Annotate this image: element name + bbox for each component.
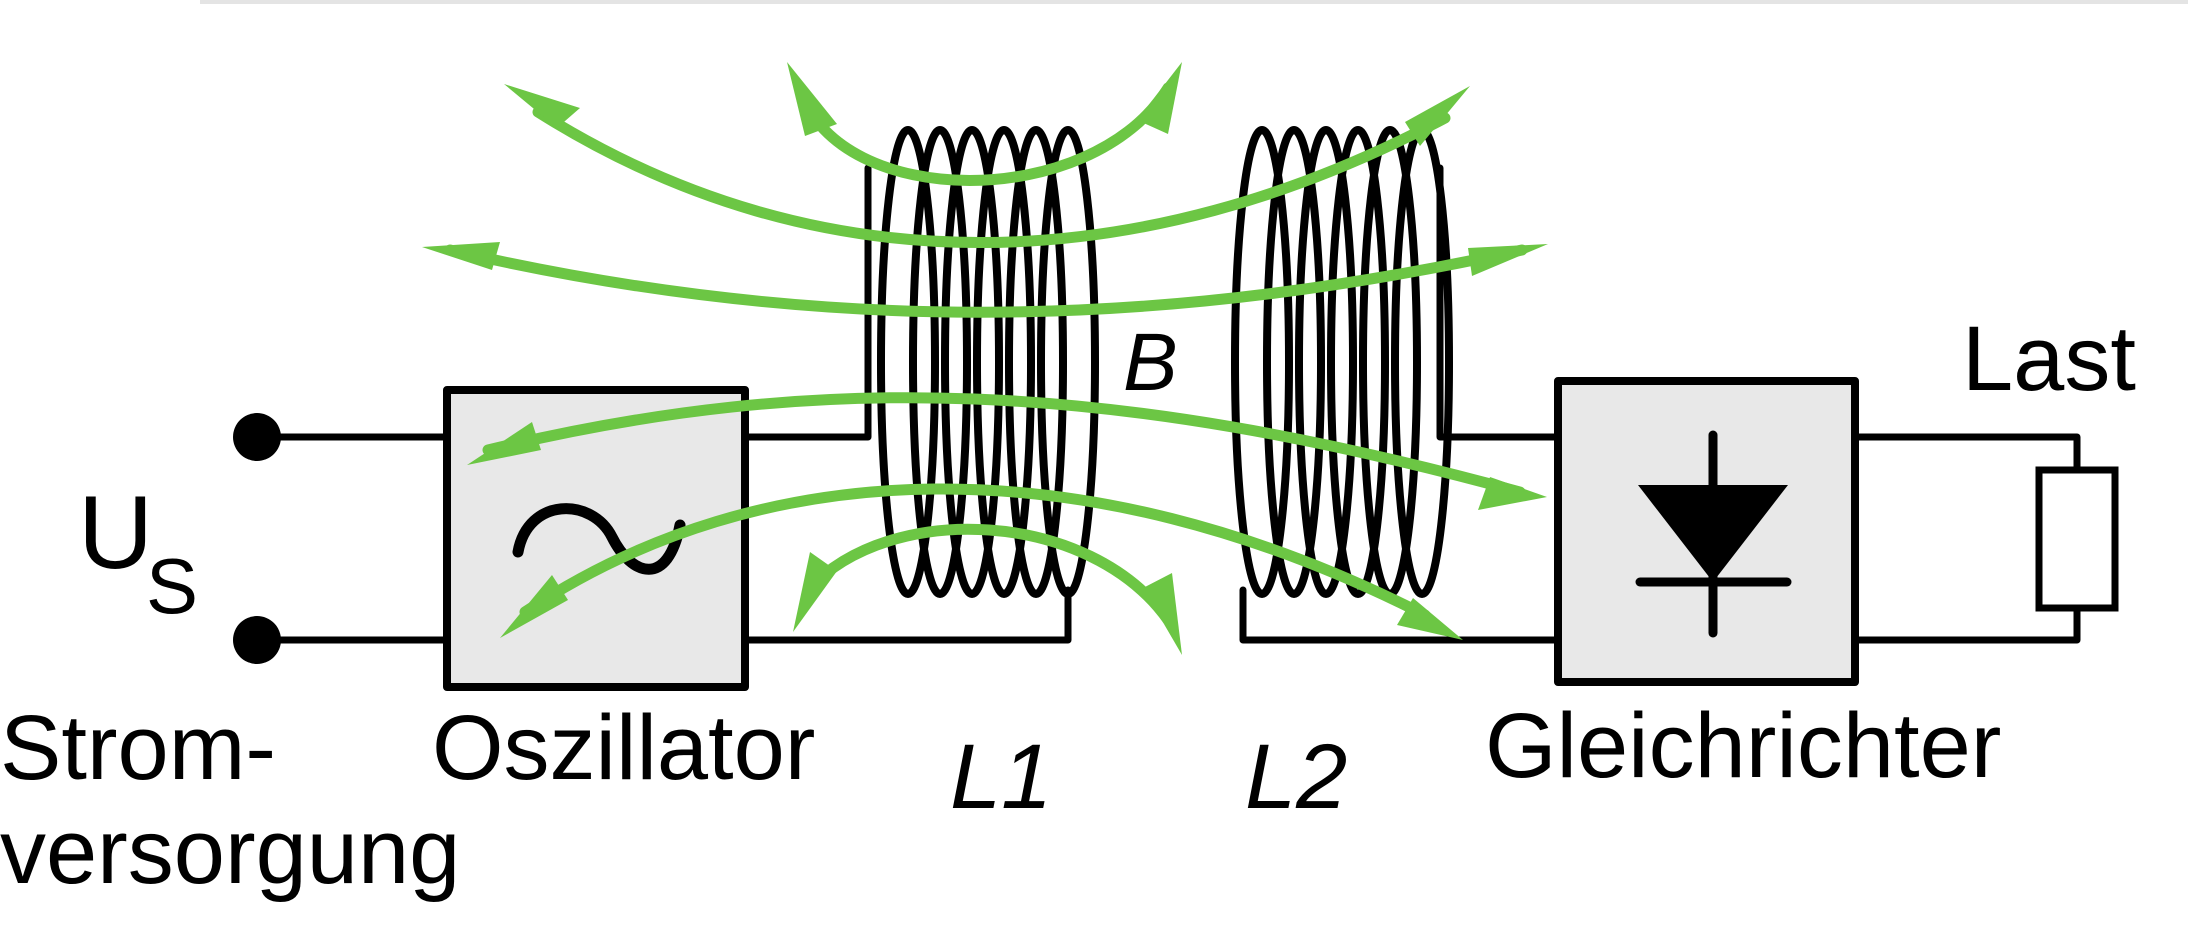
coil-l1-label: L1 [950, 726, 1052, 828]
wire-l2-to-rect-top [1436, 164, 1562, 441]
coil-l2-label: L2 [1245, 726, 1347, 828]
power-supply-label-line1: Strom- [0, 697, 276, 799]
field-line-4 [519, 483, 1431, 621]
field-label: B [1123, 317, 1178, 408]
oscillator-block [443, 386, 749, 691]
power-supply-terminals [233, 413, 451, 664]
field-arrowhead [422, 242, 500, 270]
field-arrowhead [1137, 62, 1182, 134]
wire-rect-to-load-bottom [1851, 604, 2081, 644]
source-voltage-subscript: S [146, 542, 198, 630]
oscillator-box [443, 386, 749, 691]
rectifier-label: Gleichrichter [1485, 695, 2001, 797]
field-arrowhead [793, 552, 837, 632]
field-line-2 [444, 244, 1528, 318]
top-border [200, 0, 2188, 4]
field-arrowheads [422, 62, 1548, 655]
field-arrowhead [1143, 573, 1182, 655]
field-line-3 [482, 392, 1526, 498]
field-line-6 [794, 82, 1174, 186]
load-label: Last [1962, 308, 2136, 410]
oscillator-label: Oszillator [432, 697, 815, 799]
field-arrowhead [1405, 86, 1470, 146]
field-arrowhead [1397, 598, 1463, 640]
rectifier-block [1554, 377, 1859, 686]
field-arrowhead [467, 422, 541, 465]
wire-l2-to-rect-bottom [1239, 586, 1562, 644]
magnetic-field-lines [444, 82, 1528, 626]
wire-osc-to-l1-bottom [741, 586, 1072, 644]
field-arrowhead [500, 575, 568, 638]
power-supply-label-line2: versorgung [0, 801, 460, 903]
resistor-icon [2035, 466, 2119, 612]
wire-osc-to-l1-top [741, 164, 872, 441]
wire-rect-to-load-top [1851, 433, 2081, 474]
field-arrowhead [1468, 244, 1548, 276]
field-arrowhead [1478, 477, 1547, 510]
diode-icon [1635, 430, 1792, 638]
field-arrowhead [787, 62, 837, 136]
source-voltage-label: U [78, 475, 153, 591]
coil-l1 [877, 126, 1099, 598]
field-arrowhead [504, 84, 580, 128]
field-line-5 [802, 523, 1174, 626]
sine-wave-icon [512, 503, 686, 575]
field-line-1 [532, 106, 1451, 248]
